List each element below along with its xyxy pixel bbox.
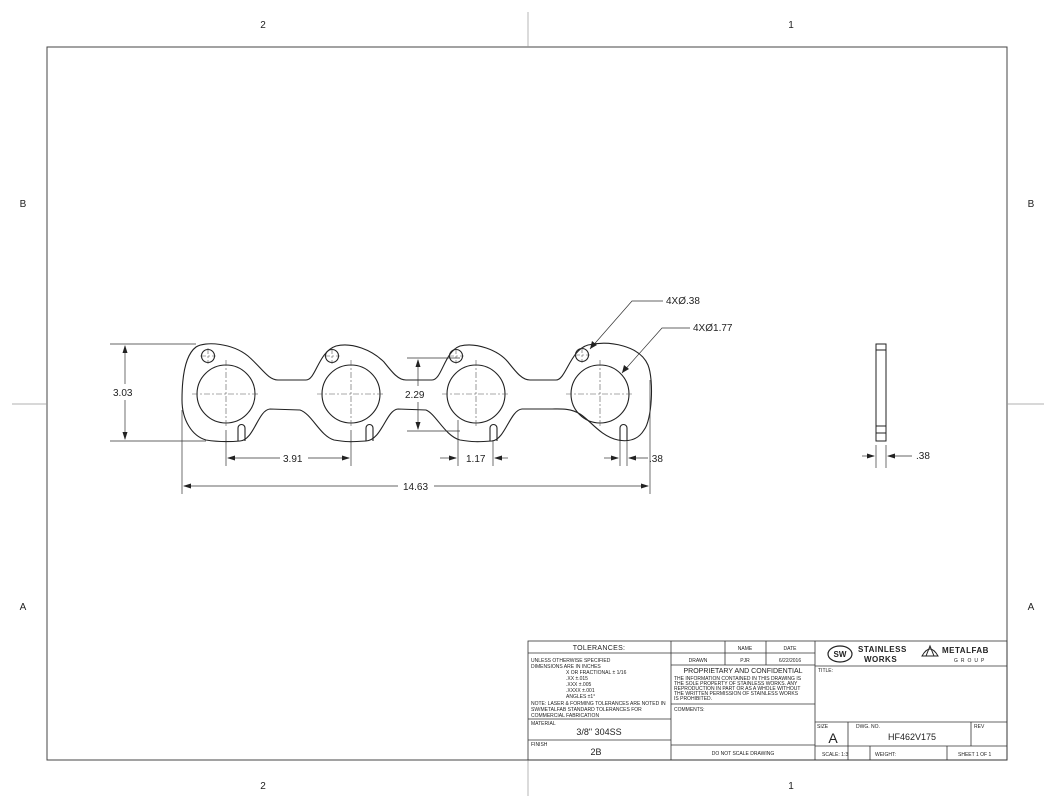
tolerance-note: .XXX ±.005	[566, 682, 591, 688]
tolerance-note: COMMERCIAL FABRICATION	[531, 713, 599, 719]
dimension-lines	[110, 300, 912, 494]
dim-port-spacing: 3.91	[283, 454, 303, 465]
scale-label: SCALE: 1:3	[822, 752, 848, 758]
tolerance-notes: UNLESS OTHERWISE SPECIFIED DIMENSIONS AR…	[531, 658, 666, 719]
do-not-scale-note: DO NOT SCALE DRAWING	[712, 751, 775, 757]
proprietary-line: REPRODUCTION IN PART OR AS A WHOLE WITHO…	[674, 686, 800, 692]
material-value: 3/8" 304SS	[576, 727, 621, 737]
name-header: NAME	[738, 646, 753, 652]
dwg-no-value: HF462V175	[888, 732, 936, 742]
material-label: MATERIAL	[531, 721, 556, 727]
stainless-works-logo: SW STAINLESS WORKS	[827, 645, 907, 664]
finish-label: FINISH	[531, 742, 548, 748]
metalfab-logo: METALFAB GROUP	[921, 644, 989, 664]
tolerance-note: DIMENSIONS ARE IN INCHES	[531, 664, 601, 670]
tolerance-note: UNLESS OTHERWISE SPECIFIED	[531, 658, 611, 664]
bolt-slot-2	[365, 423, 374, 441]
bolt-slot-4	[619, 423, 628, 441]
size-label: SIZE	[817, 724, 829, 730]
proprietary-line: THE WRITTEN PERMISSION OF STAINLESS WORK…	[674, 691, 799, 697]
logo-metalfab: METALFAB	[942, 646, 989, 655]
dwg-no-label: DWG. NO.	[856, 724, 880, 730]
tolerance-note: NOTE: LASER & FORMING TOLERANCES ARE NOT…	[531, 701, 666, 707]
callout-large-holes: 4XØ1.77	[693, 323, 733, 334]
tolerance-note: SW/METALFAB STANDARD TOLERANCES FOR	[531, 707, 642, 713]
title-label: TITLE:	[818, 668, 833, 674]
dimension-arrowheads	[122, 341, 895, 489]
tolerance-note: .XX ±.015	[566, 676, 588, 682]
zone-label-right-b: B	[1028, 199, 1035, 210]
logo-sw-badge: SW	[834, 650, 847, 659]
proprietary-line: THE SOLE PROPERTY OF STAINLESS WORKS. AN…	[674, 681, 798, 687]
drawn-name: PJR	[740, 658, 750, 664]
zone-label-right-a: A	[1028, 602, 1035, 613]
metalfab-shell-icon	[921, 644, 939, 657]
tolerance-note: X OR FRACTIONAL ± 1/16	[566, 670, 627, 676]
logo-group: GROUP	[954, 658, 987, 664]
bolt-slot-1	[237, 423, 246, 441]
dim-edge-offset: 1.17	[466, 454, 486, 465]
proprietary-text: THE INFORMATION CONTAINED IN THIS DRAWIN…	[674, 676, 802, 702]
proprietary-line: THE INFORMATION CONTAINED IN THIS DRAWIN…	[674, 676, 802, 682]
bolt-slot-3	[489, 423, 498, 441]
callout-small-holes: 4XØ.38	[666, 296, 700, 307]
tolerance-note: ANGLES ±1°	[566, 694, 595, 700]
weight-label: WEIGHT:	[875, 752, 896, 758]
tolerance-note: .XXXX ±.001	[566, 688, 595, 694]
proprietary-line: IS PROHIBITED.	[674, 696, 712, 702]
proprietary-title: PROPRIETARY AND CONFIDENTIAL	[683, 668, 802, 675]
drawn-date: 6/22/2016	[779, 658, 801, 664]
flange-side-view	[875, 343, 887, 442]
dim-overall-height: 3.03	[113, 388, 133, 399]
finish-value: 2B	[590, 747, 601, 757]
tolerances-header: TOLERANCES:	[573, 645, 626, 652]
logo-works: WORKS	[864, 655, 897, 664]
sheet-label: SHEET 1 OF 1	[958, 752, 991, 758]
drawing-border	[46, 46, 1008, 761]
dim-slot-width: .38	[649, 454, 663, 465]
size-value: A	[828, 730, 838, 746]
drawn-label: DRAWN	[689, 658, 708, 664]
flange-outline	[181, 342, 652, 443]
zone-label-left-b: B	[20, 199, 27, 210]
dim-inner-height: 2.29	[405, 390, 425, 401]
rev-label: REV	[974, 724, 985, 730]
date-header: DATE	[784, 646, 798, 652]
dim-thickness: .38	[916, 451, 930, 462]
logo-stainless: STAINLESS	[858, 645, 907, 654]
dim-overall-length: 14.63	[403, 482, 428, 493]
comments-label: COMMENTS:	[674, 707, 705, 713]
zone-label-top-left: 2	[260, 20, 266, 31]
zone-label-bottom-left: 2	[260, 781, 266, 792]
title-block	[527, 640, 1008, 761]
zone-label-top-right: 1	[788, 20, 794, 31]
centerlines	[192, 347, 634, 428]
zone-label-left-a: A	[20, 602, 27, 613]
zone-label-bottom-right: 1	[788, 781, 794, 792]
